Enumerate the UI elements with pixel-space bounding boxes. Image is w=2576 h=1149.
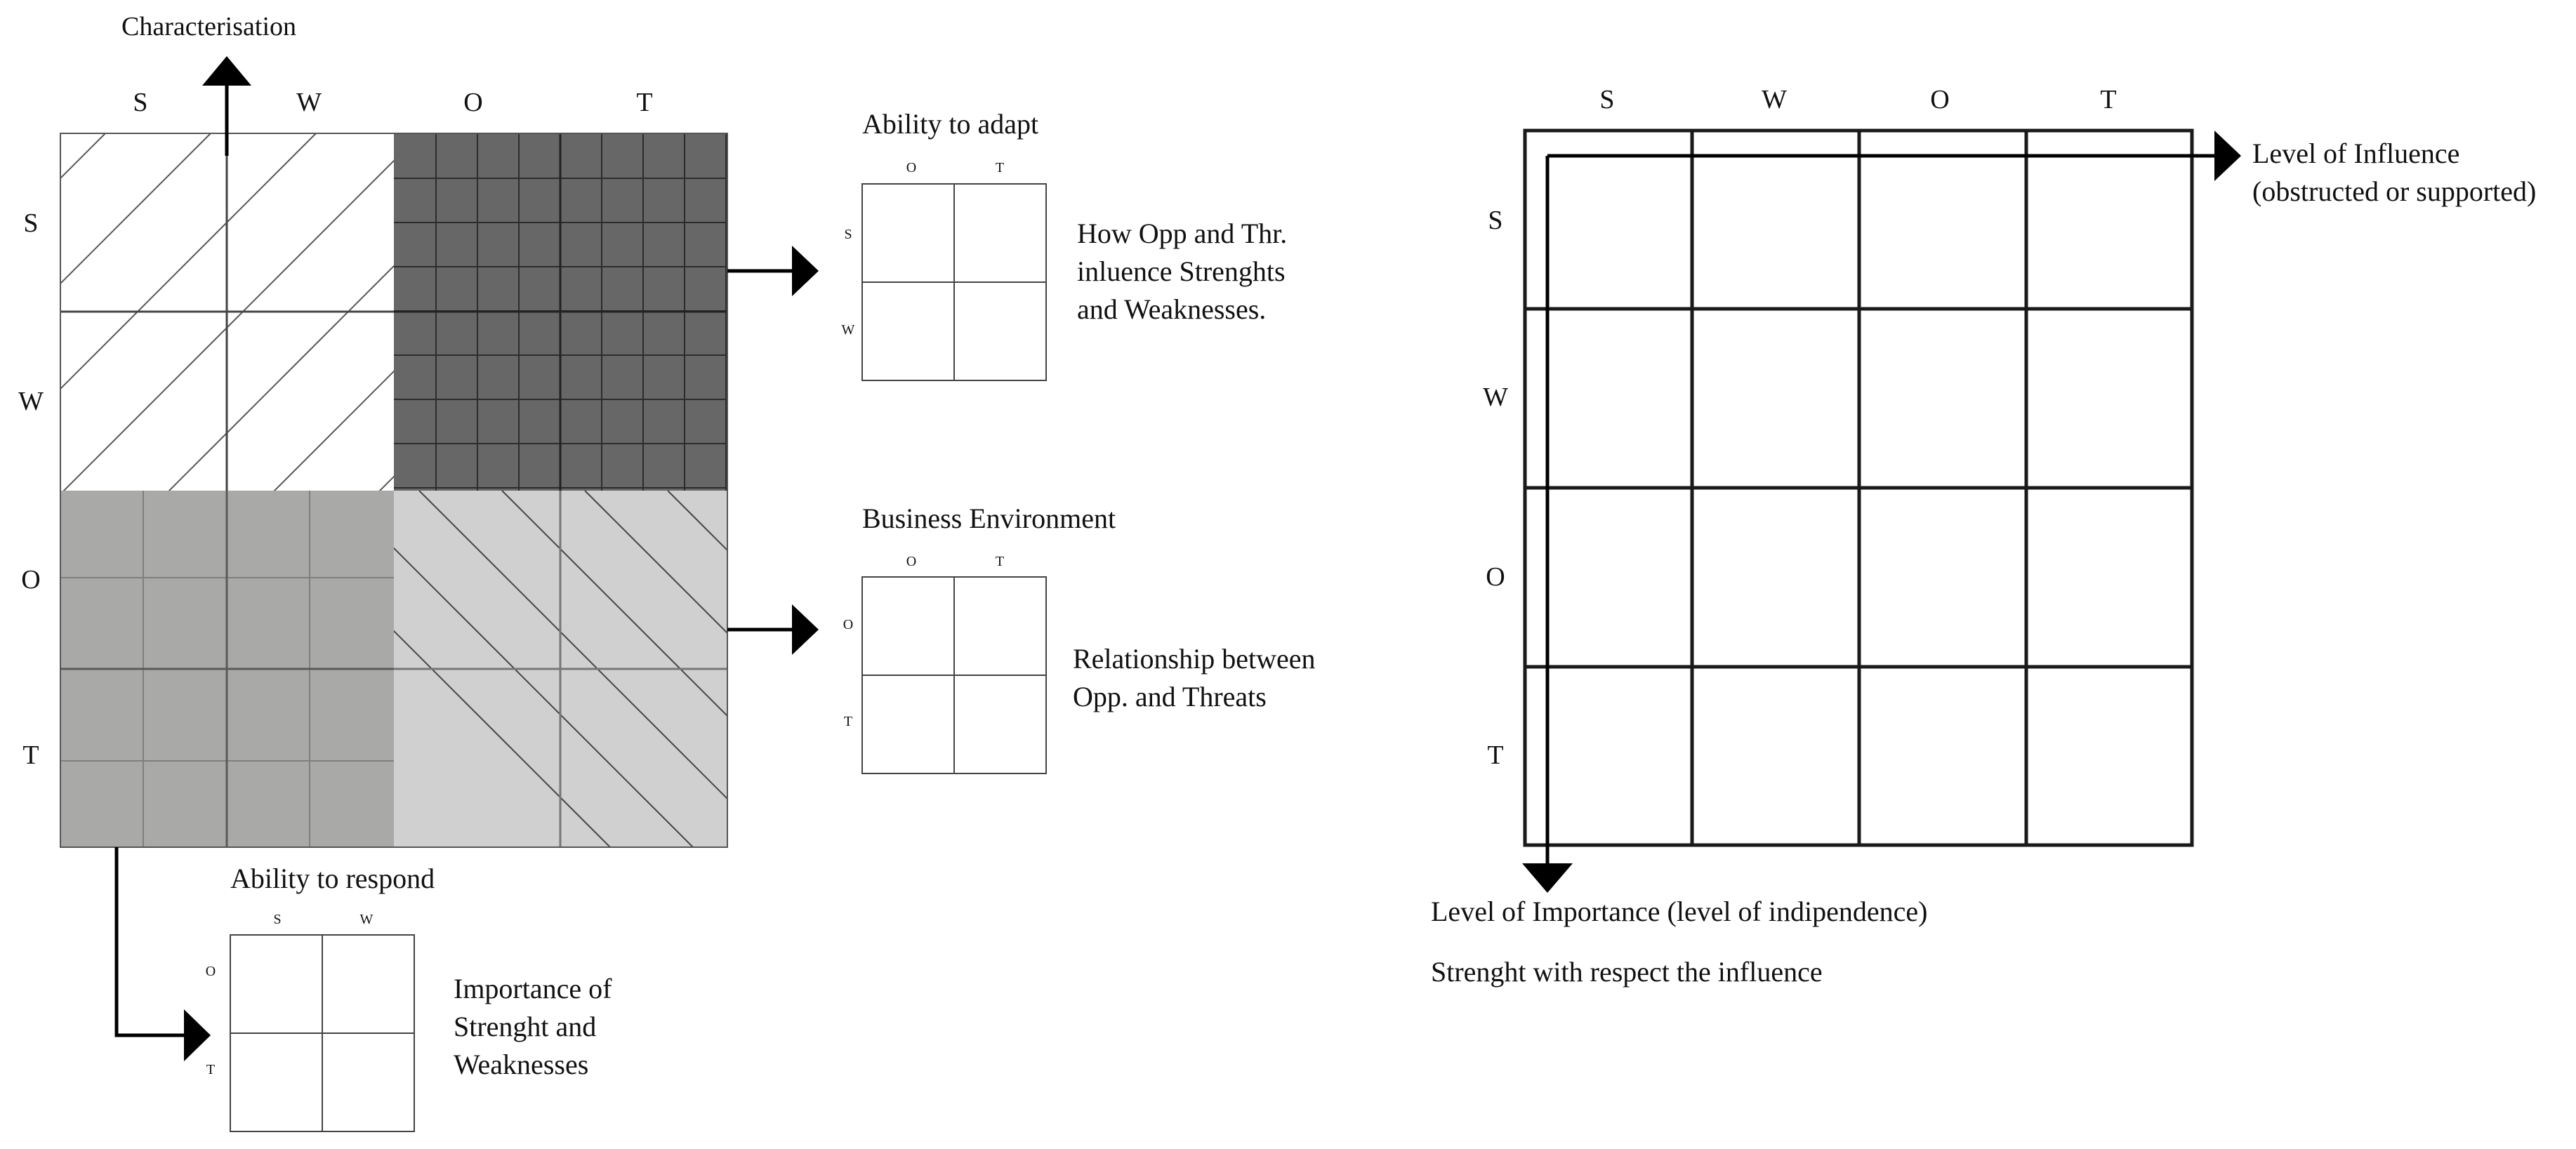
grid-row-label-w: W: [1483, 383, 1508, 412]
grid-row-label-s: S: [1488, 206, 1502, 235]
business-col-t: T: [996, 554, 1004, 569]
ability-to-respond-panel: Ability to respond S W O T Importance of…: [206, 863, 612, 1132]
left-swot-matrix: S W O T S W O T Characterisation: [18, 12, 819, 1061]
grid-col-label-s: S: [1599, 85, 1614, 114]
level-of-influence-arrow: [1547, 131, 2241, 181]
grid-col-label-t: T: [2100, 85, 2116, 114]
right-swot-grid: S W O T S W O T Level of Influence (obst…: [1431, 85, 2536, 988]
hatch-line: [60, 133, 317, 390]
row-label-s: S: [23, 208, 38, 238]
grid-col-label-w: W: [1762, 85, 1787, 114]
respond-row-t: T: [206, 1062, 215, 1077]
level-of-influence-sublabel: (obstructed or supported): [2252, 175, 2536, 207]
respond-desc-line-3: Weaknesses: [454, 1049, 588, 1080]
adapt-row-s: S: [844, 227, 852, 242]
characterisation-arrow: [202, 56, 251, 156]
quadrant-opp-threats-vs-strengths-weaknesses: [60, 491, 394, 847]
quadrant-opportunities-threats: [394, 491, 727, 847]
characterisation-label: Characterisation: [121, 12, 296, 41]
hatch-line: [168, 265, 394, 491]
row-label-o: O: [21, 565, 40, 595]
business-environment-panel: Business Environment O T O T Relationshi…: [843, 503, 1315, 774]
ability-to-adapt-title: Ability to adapt: [862, 108, 1038, 140]
hatch-line: [394, 547, 694, 847]
respond-desc-line-1: Importance of: [454, 973, 612, 1004]
respond-col-s: S: [273, 912, 281, 927]
arrow-to-business-environment: [727, 604, 819, 655]
hatch-line: [60, 133, 211, 285]
hatch-line: [584, 491, 727, 635]
business-desc-line-2: Opp. and Threats: [1073, 681, 1267, 712]
col-label-s: S: [133, 88, 147, 117]
level-of-importance-arrow: [1522, 156, 1573, 893]
respond-row-o: O: [206, 964, 216, 979]
hatch-line: [273, 370, 394, 491]
adapt-desc-line-1: How Opp and Thr.: [1077, 218, 1287, 249]
hatch-line: [501, 491, 727, 717]
business-desc-line-1: Relationship between: [1073, 643, 1315, 675]
adapt-col-t: T: [996, 160, 1004, 175]
col-label-t: T: [636, 88, 652, 117]
business-row-o: O: [843, 617, 853, 632]
hatch-line: [62, 159, 394, 491]
level-of-importance-label: Level of Importance (level of indipenden…: [1431, 896, 1927, 927]
adapt-row-w: W: [842, 322, 855, 338]
business-col-o: O: [906, 554, 916, 569]
quadrant-strengths-weaknesses-vs-opp-threats: [394, 133, 727, 491]
arrow-to-ability-to-respond: [114, 847, 211, 1061]
hatch-line: [418, 491, 727, 800]
business-row-t: T: [844, 714, 852, 729]
respond-desc-line-2: Strenght and: [454, 1011, 596, 1042]
adapt-desc-line-2: inluence Strenghts: [1077, 255, 1286, 287]
quadrant-strengths-weaknesses: [60, 133, 394, 491]
ability-to-adapt-panel: Ability to adapt O T S W How Opp and Thr…: [842, 108, 1287, 381]
row-label-w: W: [18, 387, 44, 416]
grid-col-label-o: O: [1930, 85, 1949, 114]
arrow-to-ability-to-adapt: [727, 246, 819, 296]
business-environment-title: Business Environment: [862, 503, 1116, 534]
adapt-desc-line-3: and Weaknesses.: [1077, 293, 1266, 325]
level-of-influence-label: Level of Influence: [2252, 138, 2459, 169]
grid-row-label-t: T: [1487, 740, 1503, 770]
grid-row-label-o: O: [1486, 562, 1505, 592]
row-label-t: T: [22, 740, 39, 770]
respond-col-w: W: [360, 912, 374, 927]
adapt-col-o: O: [906, 160, 916, 175]
col-label-w: W: [296, 88, 322, 117]
strength-influence-note: Strenght with respect the influence: [1431, 956, 1823, 988]
ability-to-respond-title: Ability to respond: [230, 863, 435, 894]
hatch-line: [394, 630, 612, 847]
col-label-o: O: [463, 88, 482, 117]
